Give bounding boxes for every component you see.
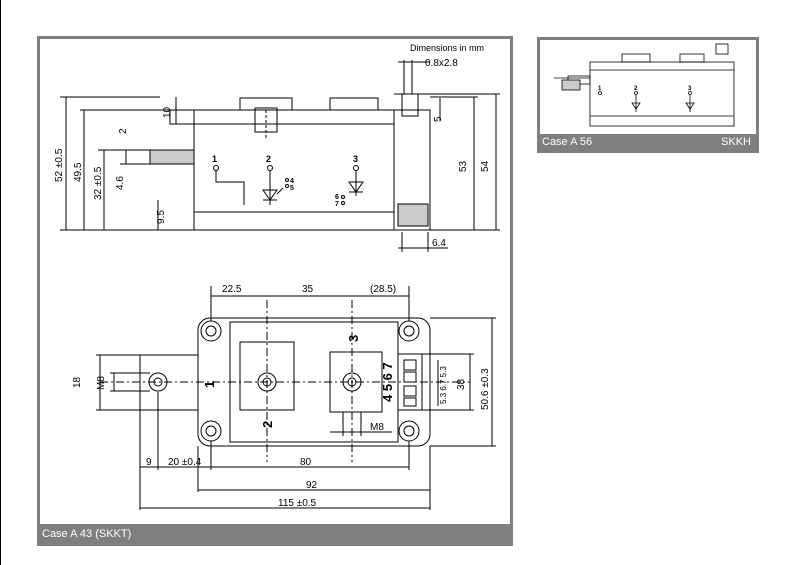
dim-9-5: 9.5 bbox=[156, 210, 167, 224]
left-border-line bbox=[0, 0, 1, 565]
side-pin-5: 5 bbox=[290, 185, 294, 192]
dim-5: 5 bbox=[433, 116, 444, 122]
dim-92: 92 bbox=[306, 480, 318, 491]
side-pin-7: 7 bbox=[335, 201, 339, 208]
side-view bbox=[60, 60, 500, 252]
small-drawing-caption-right: SKKH bbox=[721, 136, 751, 148]
dim-9: 9 bbox=[146, 457, 152, 468]
side-pin-2: 2 bbox=[266, 154, 271, 164]
small-pin-1: 1 bbox=[598, 86, 602, 92]
main-drawing-panel: Case A 43 (SKKT) bbox=[37, 36, 513, 546]
dim-50-6: 50.6 ±0.3 bbox=[480, 368, 491, 410]
dim-20: 20 ±0.4 bbox=[168, 457, 202, 468]
dim-53: 53 bbox=[458, 160, 469, 172]
dim-115: 115 ±0.5 bbox=[278, 498, 317, 509]
main-drawing-canvas bbox=[40, 39, 510, 524]
terminal-1: 1 bbox=[202, 381, 217, 388]
dim-52: 52 ±0.5 bbox=[54, 148, 65, 182]
dim-22-5: 22.5 bbox=[222, 284, 242, 295]
dim-pin-spacing: 5.3 6.7 5.3 bbox=[439, 366, 448, 404]
dim-54: 54 bbox=[480, 160, 491, 172]
side-pin-3: 3 bbox=[353, 154, 358, 164]
dim-18: 18 bbox=[72, 376, 83, 388]
small-drawing-panel: Case A 56 SKKH bbox=[537, 37, 759, 153]
dim-80: 80 bbox=[300, 457, 312, 468]
side-pin-4: 4 bbox=[290, 178, 294, 185]
dim-0-8x2-8: 0.8x2.8 bbox=[425, 58, 458, 69]
small-pin-3: 3 bbox=[688, 86, 692, 92]
terminal-2: 2 bbox=[260, 421, 275, 428]
small-pin-2: 2 bbox=[634, 86, 638, 92]
dim-m8-left: M8 bbox=[96, 376, 107, 390]
dim-32: 32 ±0.5 bbox=[93, 166, 104, 200]
main-drawing-caption: Case A 43 (SKKT) bbox=[42, 528, 132, 540]
dim-38: 38 bbox=[456, 378, 467, 390]
dim-49-5: 49.5 bbox=[73, 162, 84, 182]
top-view bbox=[96, 286, 496, 510]
dim-28-5: (28.5) bbox=[370, 284, 396, 295]
terminal-3: 3 bbox=[346, 335, 361, 342]
dim-6-4: 6.4 bbox=[432, 238, 446, 249]
dim-10: 10 bbox=[162, 106, 173, 118]
small-drawing-caption-left: Case A 56 bbox=[542, 136, 593, 148]
dim-2: 2 bbox=[118, 128, 129, 134]
dim-35: 35 bbox=[302, 284, 314, 295]
units-note: Dimensions in mm bbox=[410, 43, 484, 53]
terminals-4-5-6-7: 4 5 6 7 bbox=[380, 362, 395, 402]
dim-4-6: 4.6 bbox=[115, 176, 126, 190]
side-pin-1: 1 bbox=[212, 154, 217, 164]
dim-m8-bottom: M8 bbox=[370, 422, 384, 433]
side-pin-6: 6 bbox=[335, 194, 339, 201]
